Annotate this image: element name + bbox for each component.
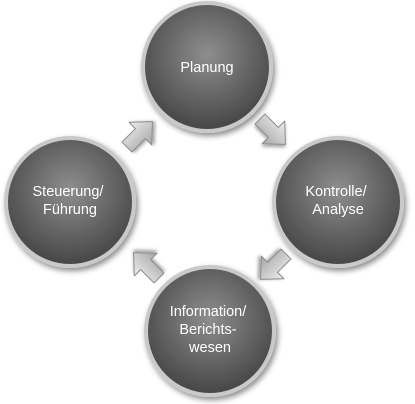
node-label-line: Information/ bbox=[170, 304, 248, 320]
node-information-label: Information/ Berichts- wesen bbox=[170, 304, 251, 356]
node-kontrolle-circle bbox=[272, 136, 404, 268]
arrows-layer bbox=[121, 113, 292, 284]
node-label-line: Führung bbox=[43, 202, 97, 218]
arrow-steuerung-to-planung bbox=[121, 121, 153, 153]
node-steuerung: Steuerung/ Führung bbox=[4, 136, 136, 268]
node-steuerung-circle bbox=[4, 136, 136, 268]
arrow-kontrolle-to-information bbox=[260, 248, 292, 280]
node-planung: Planung bbox=[141, 1, 273, 133]
arrow-information-to-steuerung bbox=[133, 252, 165, 284]
node-label-line: Steuerung/ bbox=[33, 184, 105, 200]
node-planung-circle bbox=[141, 1, 273, 133]
node-label-line: wesen bbox=[188, 340, 231, 356]
node-label-line: Kontrolle/ bbox=[305, 184, 367, 200]
node-label-line: Analyse bbox=[312, 202, 364, 218]
node-steuerung-label: Steuerung/ Führung bbox=[33, 184, 108, 218]
node-label-line: Berichts- bbox=[179, 322, 236, 338]
node-information: Information/ Berichts- wesen bbox=[144, 265, 276, 397]
arrow-planung-to-kontrolle bbox=[254, 113, 286, 145]
node-kontrolle-label: Kontrolle/ Analyse bbox=[305, 184, 370, 218]
node-kontrolle: Kontrolle/ Analyse bbox=[272, 136, 404, 268]
node-label-line: Planung bbox=[180, 60, 233, 76]
node-information-circle bbox=[144, 265, 276, 397]
node-planung-label: Planung bbox=[180, 60, 233, 76]
